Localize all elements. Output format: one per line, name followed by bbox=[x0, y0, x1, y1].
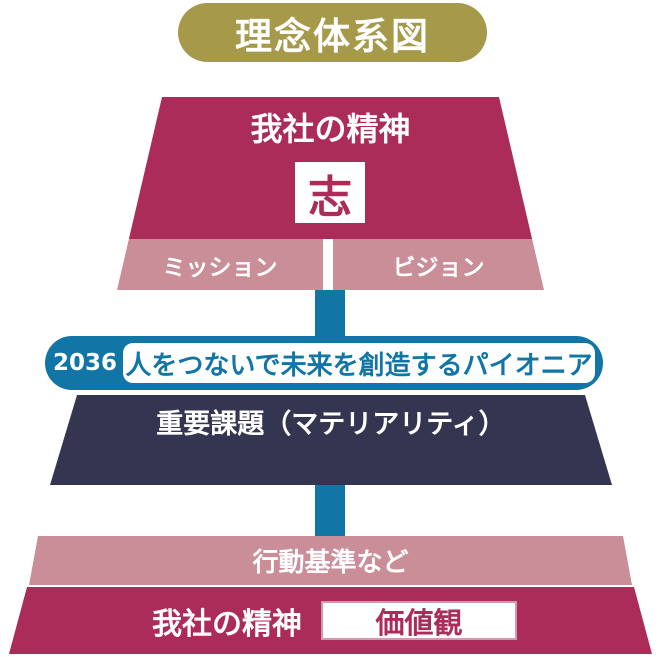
mission-vision-band: ミッション ビジョン bbox=[117, 239, 544, 290]
band-divider bbox=[323, 239, 333, 290]
base-spirit-label: 我社の精神 bbox=[152, 606, 302, 642]
diagram-title-badge: 理念体系図 bbox=[178, 3, 487, 62]
spirit-pyramid: 我社の精神 志 ミッション ビジョン bbox=[117, 97, 544, 290]
mission-cell: ミッション bbox=[117, 239, 323, 290]
diagram-title: 理念体系図 bbox=[235, 14, 430, 58]
values-band: 我社の精神 価値観 bbox=[9, 587, 652, 654]
aspiration-label: 志 bbox=[308, 171, 352, 223]
connector-top bbox=[315, 290, 345, 342]
year-badge: 2036 bbox=[52, 350, 117, 376]
aspiration-box: 志 bbox=[295, 162, 365, 223]
materiality-trapezoid: 重要課題（マテリアリティ） bbox=[50, 395, 612, 485]
vision-label: ビジョン bbox=[392, 254, 485, 281]
conduct-label: 行動基準など bbox=[252, 548, 409, 578]
conduct-band: 行動基準など bbox=[29, 536, 632, 585]
statement-box: 人をつないで未来を創造するパイオニア bbox=[123, 343, 595, 383]
spirit-label: 我社の精神 bbox=[250, 110, 411, 148]
values-box: 価値観 bbox=[321, 601, 517, 640]
connector-bottom bbox=[315, 485, 345, 536]
vision-cell: ビジョン bbox=[333, 239, 544, 290]
values-label: 価値観 bbox=[375, 605, 463, 640]
materiality-label: 重要課題（マテリアリティ） bbox=[156, 409, 506, 440]
statement-label: 人をつないで未来を創造するパイオニア bbox=[125, 350, 593, 381]
spirit-zone: 我社の精神 志 bbox=[117, 97, 544, 239]
vision-pill: 2036 人をつないで未来を創造するパイオニア bbox=[45, 336, 603, 390]
mission-label: ミッション bbox=[162, 254, 278, 281]
